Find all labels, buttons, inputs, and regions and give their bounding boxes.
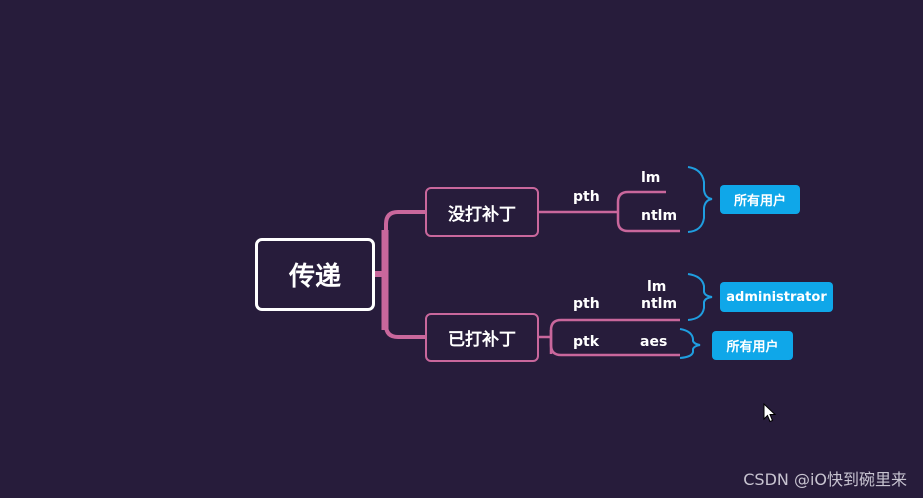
branch-unpatched-label: 没打补丁 xyxy=(448,204,516,225)
watermark: CSDN @iO快到碗里来 xyxy=(743,470,907,489)
patched-pth-line xyxy=(549,318,680,354)
patched-ntlm-label: ntlm xyxy=(641,296,678,312)
patched-aes-label: aes xyxy=(640,334,668,350)
branch-unpatched: 没打补丁 xyxy=(425,187,539,237)
unpatched-lm-line xyxy=(616,190,680,233)
tag-administrator: administrator xyxy=(720,282,833,312)
tag-all-users-unpatched-label: 所有用户 xyxy=(733,194,786,209)
unpatched-pth-label: pth xyxy=(573,189,600,205)
patched-lm-label: lm xyxy=(647,279,667,295)
branch-patched-label: 已打补丁 xyxy=(448,330,516,350)
bracket-patched-admin xyxy=(687,273,713,321)
bracket-unpatched xyxy=(687,166,713,233)
branch-patched: 已打补丁 xyxy=(425,313,539,362)
unpatched-lm-label: lm xyxy=(641,170,661,186)
tag-administrator-label: administrator xyxy=(726,289,827,305)
unpatched-ntlm-label: ntlm xyxy=(641,208,678,224)
root-node: 传递 xyxy=(255,238,375,311)
root-node-label: 传递 xyxy=(288,262,341,292)
trunk-vertical xyxy=(384,210,425,339)
patched-pth-label: pth xyxy=(573,296,600,312)
tag-all-users-unpatched: 所有用户 xyxy=(720,185,800,214)
patched-ptk-line xyxy=(549,330,680,357)
bracket-patched-users xyxy=(679,328,701,359)
mouse-cursor-icon xyxy=(763,403,777,423)
patched-ptk-label: ptk xyxy=(573,334,600,350)
tag-all-users-patched-label: 所有用户 xyxy=(726,340,779,355)
tag-all-users-patched: 所有用户 xyxy=(712,331,793,360)
